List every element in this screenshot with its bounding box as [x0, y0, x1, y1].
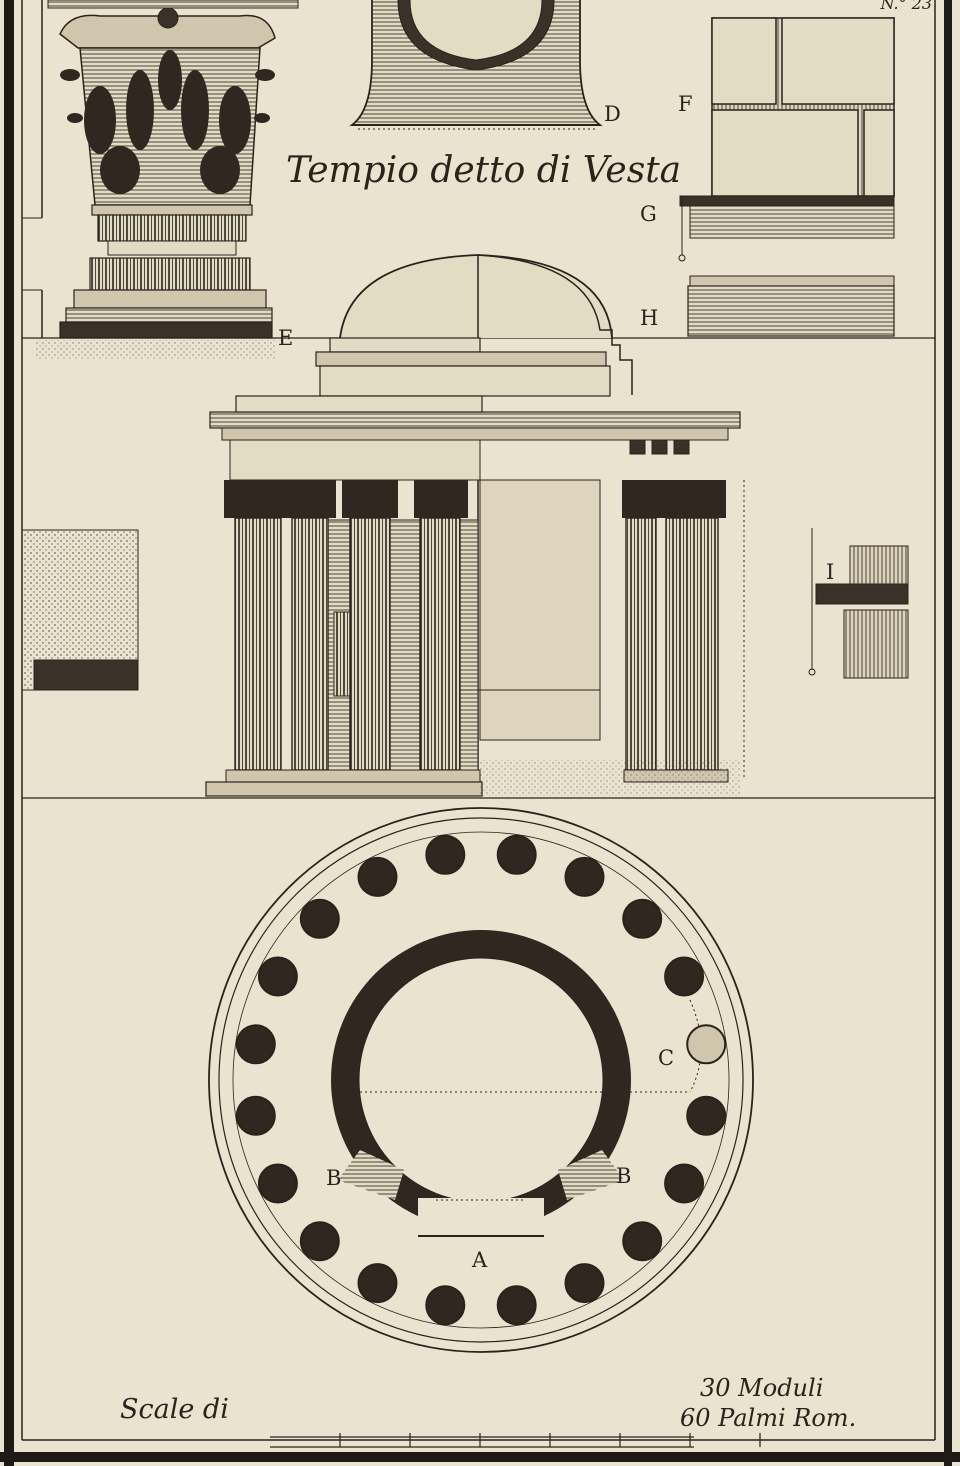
ground-plan-drawing	[208, 807, 754, 1353]
plan-column	[357, 1263, 398, 1304]
scale-bars	[270, 1433, 761, 1448]
plan-column	[564, 856, 605, 897]
corinthian-capital-drawing	[22, 0, 935, 360]
label-i: I	[826, 560, 835, 584]
label-h: H	[640, 306, 659, 330]
label-b-left: B	[326, 1166, 342, 1190]
plan-column	[664, 1163, 705, 1204]
plan-column	[496, 834, 537, 875]
plan-column	[299, 1221, 340, 1262]
plate-title: Tempio detto di Vesta	[286, 150, 682, 191]
plate-number: N.° 23	[880, 0, 932, 13]
medallion-pedestal-drawing	[349, 0, 603, 130]
wall-fragment-drawing	[21, 529, 139, 691]
plan-column	[686, 1095, 727, 1136]
label-a: A	[472, 1248, 488, 1272]
plan-column	[235, 1095, 276, 1136]
plan-column	[257, 956, 298, 997]
plan-column	[622, 898, 663, 939]
plan-column	[425, 834, 466, 875]
label-g: G	[640, 202, 657, 226]
column-ring	[235, 834, 727, 1326]
temple-elevation-drawing	[22, 254, 935, 799]
plan-column	[235, 1024, 276, 1065]
scale-prefix: Scale di	[120, 1394, 229, 1425]
plan-column	[686, 1024, 727, 1065]
label-e: E	[278, 326, 294, 350]
plan-column	[357, 856, 398, 897]
scale-lower-label: 60 Palmi Rom.	[680, 1404, 857, 1432]
plan-column	[496, 1285, 537, 1326]
plan-column	[425, 1285, 466, 1326]
label-f: F	[678, 92, 693, 116]
scale-upper-label: 30 Moduli	[700, 1374, 824, 1402]
cornice-masonry-drawing	[678, 17, 895, 337]
plan-column	[622, 1221, 663, 1262]
plan-column	[257, 1163, 298, 1204]
plan-column	[664, 956, 705, 997]
plan-column	[564, 1263, 605, 1304]
moulding-detail-drawing	[808, 528, 909, 679]
plan-column	[299, 898, 340, 939]
label-d: D	[604, 102, 621, 126]
label-c: C	[658, 1046, 675, 1070]
label-b-right: B	[616, 1164, 632, 1188]
